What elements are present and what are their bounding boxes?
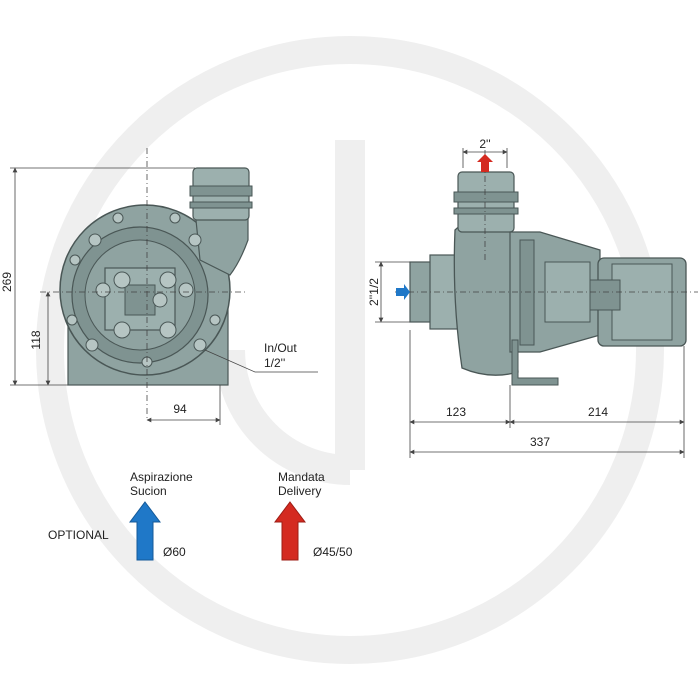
top-outlet-arrow — [477, 154, 493, 172]
dim-337-label: 337 — [530, 435, 550, 449]
inout-label-line2: 1/2'' — [264, 356, 285, 370]
suction-arrow-icon — [129, 501, 161, 561]
suction-label-line1: Aspirazione — [130, 470, 193, 484]
inout-label-line1: In/Out — [264, 341, 297, 355]
front-dimensions — [10, 167, 318, 425]
optional-label: OPTIONAL — [48, 528, 109, 542]
suction-label-line2: Sucion — [130, 484, 167, 498]
delivery-arrow-icon — [274, 501, 306, 561]
side-view-pump — [395, 150, 698, 386]
delivery-label-line2: Delivery — [278, 484, 321, 498]
dim-123-label: 123 — [446, 405, 466, 419]
delivery-diameter: Ø45/50 — [313, 545, 353, 559]
dim-269-label: 269 — [0, 272, 14, 292]
legend: OPTIONAL Aspirazione Sucion Ø60 Mandata … — [48, 470, 353, 561]
dim-118-label: 118 — [29, 330, 43, 349]
dim-94-label: 94 — [173, 402, 187, 416]
dim-2in-label: 2'' — [479, 137, 490, 151]
side-dimensions — [375, 148, 685, 458]
suction-diameter: Ø60 — [163, 545, 186, 559]
delivery-label-line1: Mandata — [278, 470, 325, 484]
front-view-pump — [40, 148, 253, 420]
side-inlet-arrow — [396, 284, 410, 300]
dim-2-1-2in-label: 2''1/2 — [367, 278, 381, 306]
dim-214-label: 214 — [588, 405, 608, 419]
